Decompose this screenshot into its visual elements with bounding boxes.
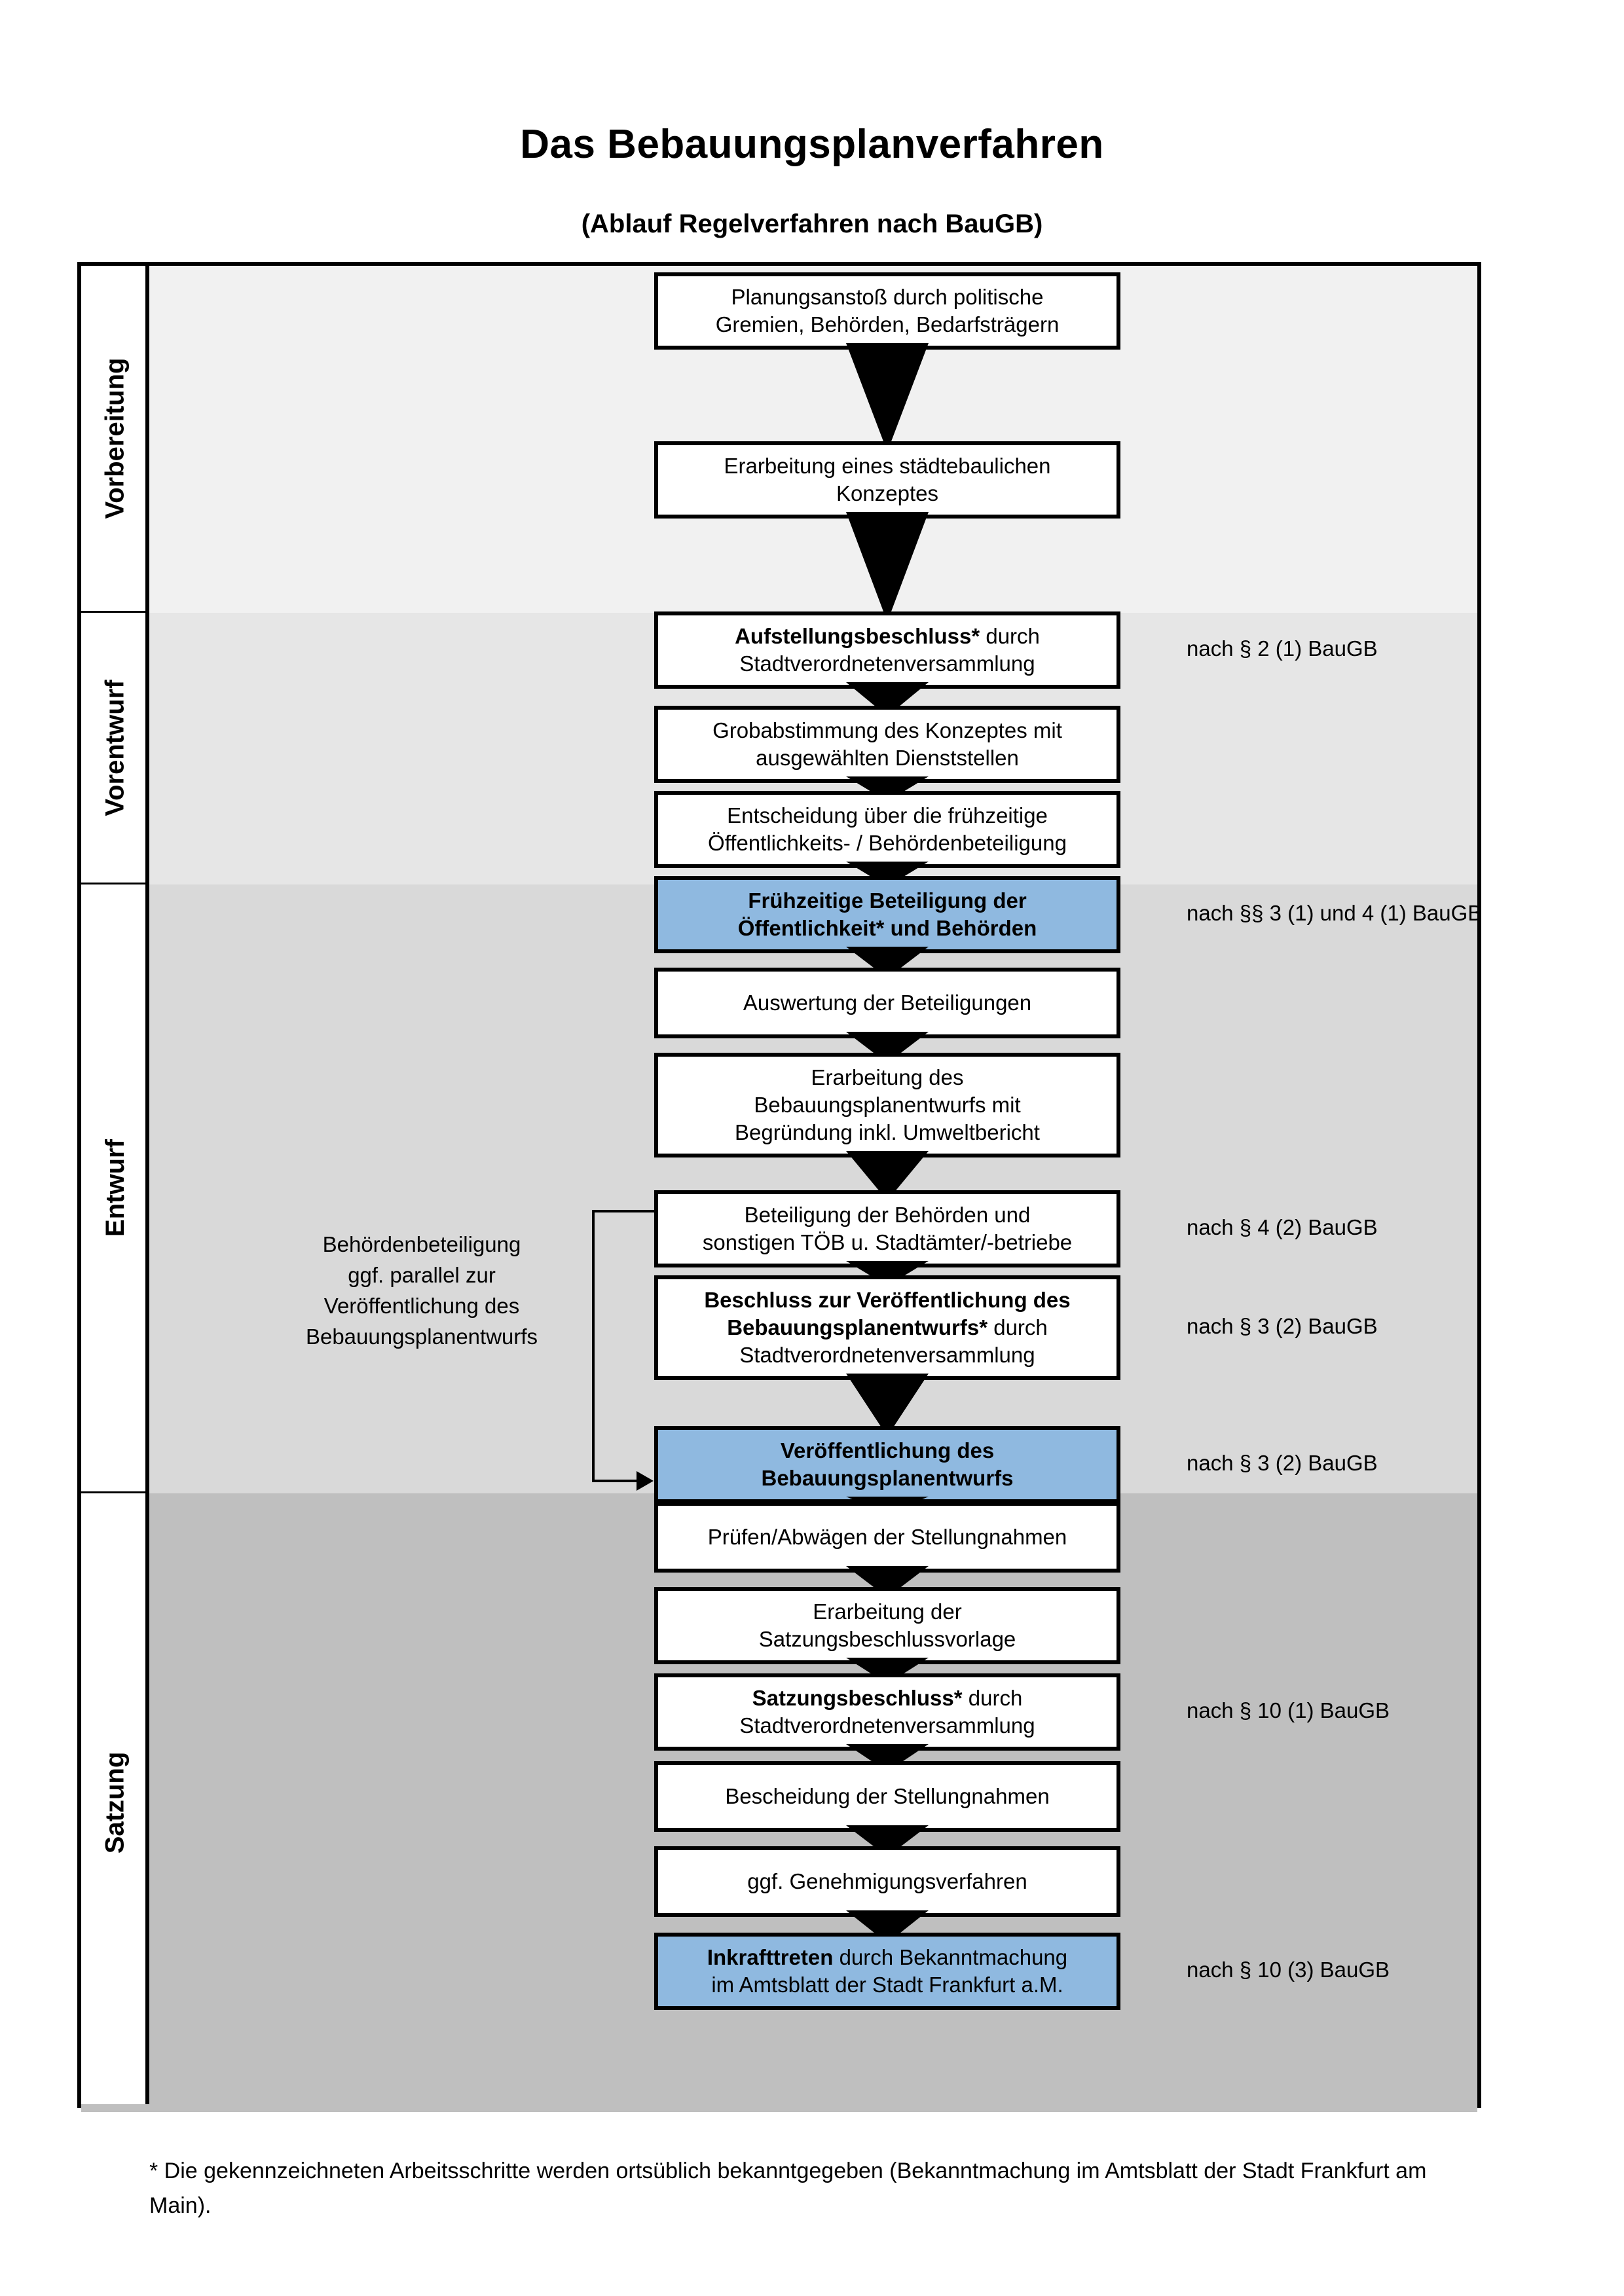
phase-label-cell-vorentwurf: Vorentwurf <box>81 613 149 884</box>
ref-veroeffentlichung: nach § 3 (2) BauGB <box>1187 1451 1378 1475</box>
flow-node-label: Bescheidung der Stellungnahmen <box>725 1783 1050 1808</box>
ref-beschluss-veroeffentlichung: nach § 3 (2) BauGB <box>1187 1314 1378 1338</box>
connector-bottom-stub <box>592 1480 639 1482</box>
connector-top-stub <box>592 1210 655 1212</box>
page-title: Das Bebauungsplanverfahren <box>520 122 1104 167</box>
flow-node-auswertung: Auswertung der Beteiligungen <box>654 968 1120 1038</box>
flow-node-label: Prüfen/Abwägen der Stellungnahmen <box>707 1524 1067 1549</box>
side-note-line: Bebauungsplanentwurfs <box>305 1324 538 1349</box>
ref-inkrafttreten: nach § 10 (3) BauGB <box>1187 1958 1390 1982</box>
ref-fruehzeitige-beteiligung: nach §§ 3 (1) und 4 (1) BauGB <box>1187 901 1483 925</box>
footnote: * Die gekennzeichneten Arbeitsschritte w… <box>149 2159 1427 2218</box>
phase-label-text: Satzung <box>100 1751 130 1854</box>
phase-label-cell-satzung: Satzung <box>81 1493 149 2112</box>
ref-satzungsbeschluss: nach § 10 (1) BauGB <box>1187 1698 1390 1722</box>
page-subtitle: (Ablauf Regelverfahren nach BauGB) <box>581 210 1043 238</box>
phase-label-cell-entwurf: Entwurf <box>81 884 149 1493</box>
phase-label-text: Vorentwurf <box>100 679 130 816</box>
connector-arrowhead <box>637 1471 654 1491</box>
phase-label-text: Entwurf <box>100 1139 130 1237</box>
side-note-line: Veröffentlichung des <box>323 1293 520 1318</box>
ref-beteiligung-behoerden: nach § 4 (2) BauGB <box>1187 1215 1378 1239</box>
side-note-line: Behördenbeteiligung <box>322 1232 521 1256</box>
phase-label-text: Vorbereitung <box>100 357 130 519</box>
flow-node-label: Auswertung der Beteiligungen <box>743 990 1032 1015</box>
flow-node-pruefen-abwaegen: Prüfen/Abwägen der Stellungnahmen <box>654 1502 1120 1573</box>
ref-aufstellungsbeschluss: nach § 2 (1) BauGB <box>1187 636 1378 661</box>
flow-node-label: ggf. Genehmigungsverfahren <box>747 1868 1027 1893</box>
flow-node-bescheidung: Bescheidung der Stellungnahmen <box>654 1761 1120 1832</box>
side-note-line: ggf. parallel zur <box>348 1262 496 1287</box>
flow-node-genehmigungsverfahren: ggf. Genehmigungsverfahren <box>654 1846 1120 1917</box>
connector-vertical <box>592 1210 595 1480</box>
phase-label-cell-vorbereitung: Vorbereitung <box>81 266 149 613</box>
